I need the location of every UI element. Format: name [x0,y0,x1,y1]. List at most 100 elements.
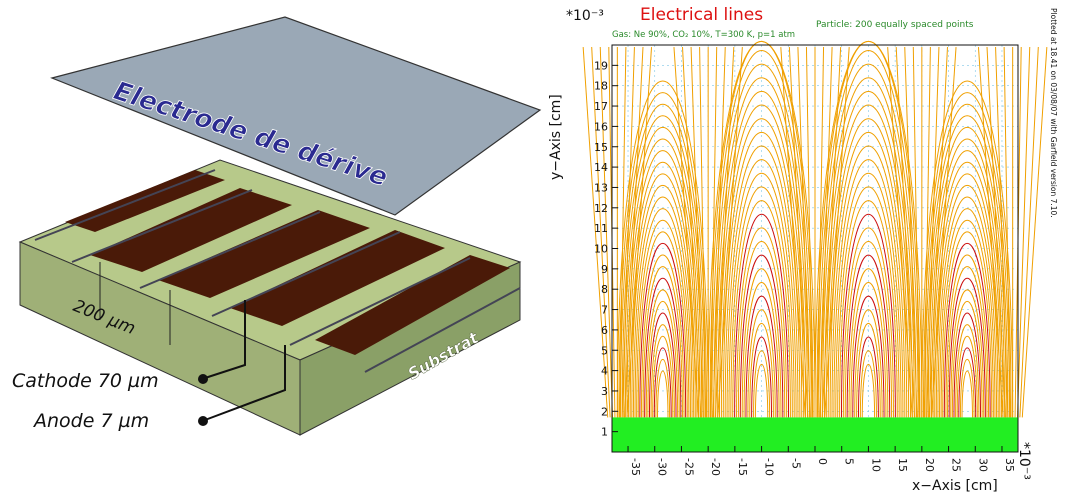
field-line [657,370,669,418]
y-tick-label: 8 [601,283,608,296]
cathode-label: Cathode 70 µm [12,370,159,392]
y-tick-label: 7 [601,304,608,317]
field-line [945,254,990,418]
field-line [940,220,994,418]
field-line [644,278,682,418]
field-line [927,126,1007,418]
field-line [655,359,671,418]
field-line [839,200,898,418]
field-line [797,47,811,418]
y-tick-label: 9 [601,263,608,276]
x-tick-label: 5 [843,458,856,465]
field-line [623,126,703,418]
field-line [947,266,988,418]
field-line [823,91,913,418]
x-tick-label: -25 [682,458,695,476]
field-line [995,47,1009,418]
field-line [923,47,931,418]
anode-strip [139,211,321,289]
field-line [753,350,771,418]
field-line [857,336,879,418]
field-line [835,173,902,418]
field-line [1003,47,1011,418]
field-line [743,281,780,418]
field-line [822,77,915,418]
field-line [840,214,896,418]
field-line [814,40,923,418]
anode-label: Anode 7 µm [34,410,150,432]
field-line [673,47,700,418]
field-line [730,186,793,418]
field-line [831,145,906,418]
field-line [956,335,978,418]
field-line [736,227,788,418]
field-line [632,196,693,418]
field-line [819,47,833,418]
field-line [732,200,791,418]
cathode-strip [230,230,445,326]
field-line [935,185,999,418]
field-line [959,359,975,418]
schematic-drawing: Electrode de dérive 200 µm Substrat [18,16,542,436]
field-line [639,243,687,418]
y-tick-label: 6 [601,324,608,337]
x-tick-label: -10 [763,458,776,476]
field-line [720,118,803,418]
y-tick-label: 1 [601,426,608,439]
x-tick-label: 10 [869,458,882,472]
anode-leader [204,345,286,421]
field-line [629,173,696,418]
field-line [955,324,980,418]
field-line [645,289,680,418]
y-tick-label: 4 [601,365,608,378]
y-tick-label: 13 [594,181,608,194]
field-line [986,47,1006,418]
particle-note: Particle: 200 equally spaced points [816,20,974,30]
field-line [712,47,726,418]
field-line [1021,47,1048,418]
field-line [715,77,808,418]
x-tick-label: 15 [896,458,909,472]
field-line [926,47,940,418]
field-line [854,309,883,418]
anode-strip [289,257,471,346]
field-line [631,185,695,418]
field-line [780,47,806,418]
y-tick-label: 15 [594,141,608,154]
field-line [719,104,805,418]
cathode-leader-dot [198,374,208,384]
field-line [707,40,816,418]
field-line [747,309,776,418]
field-line [717,91,807,418]
field-line [582,47,609,418]
field-line [621,47,635,418]
field-line [599,47,614,418]
field-line [922,92,1012,418]
field-line [1016,47,1031,418]
field-line [818,50,919,418]
field-line [829,132,908,418]
field-line [827,118,910,418]
field-line [842,227,894,418]
field-line [624,47,644,418]
field-line [1019,47,1039,418]
y-tick-label: 2 [601,405,608,418]
x-tick-label: -15 [736,458,749,476]
field-line [642,266,683,418]
field-line [754,364,769,418]
field-line [939,208,996,418]
cathode-strip [90,188,292,272]
x-tick-label: 35 [1003,458,1016,472]
y-tick-label: 11 [594,222,608,235]
field-line [591,47,611,418]
field-line [929,138,1006,418]
field-line [904,47,918,418]
cathode-strip [158,210,370,298]
x-axis-title: x−Axis [cm] [912,478,998,494]
field-line [652,335,674,418]
y-tick-label: 3 [601,385,608,398]
field-line [912,47,920,418]
field-line [751,336,773,418]
